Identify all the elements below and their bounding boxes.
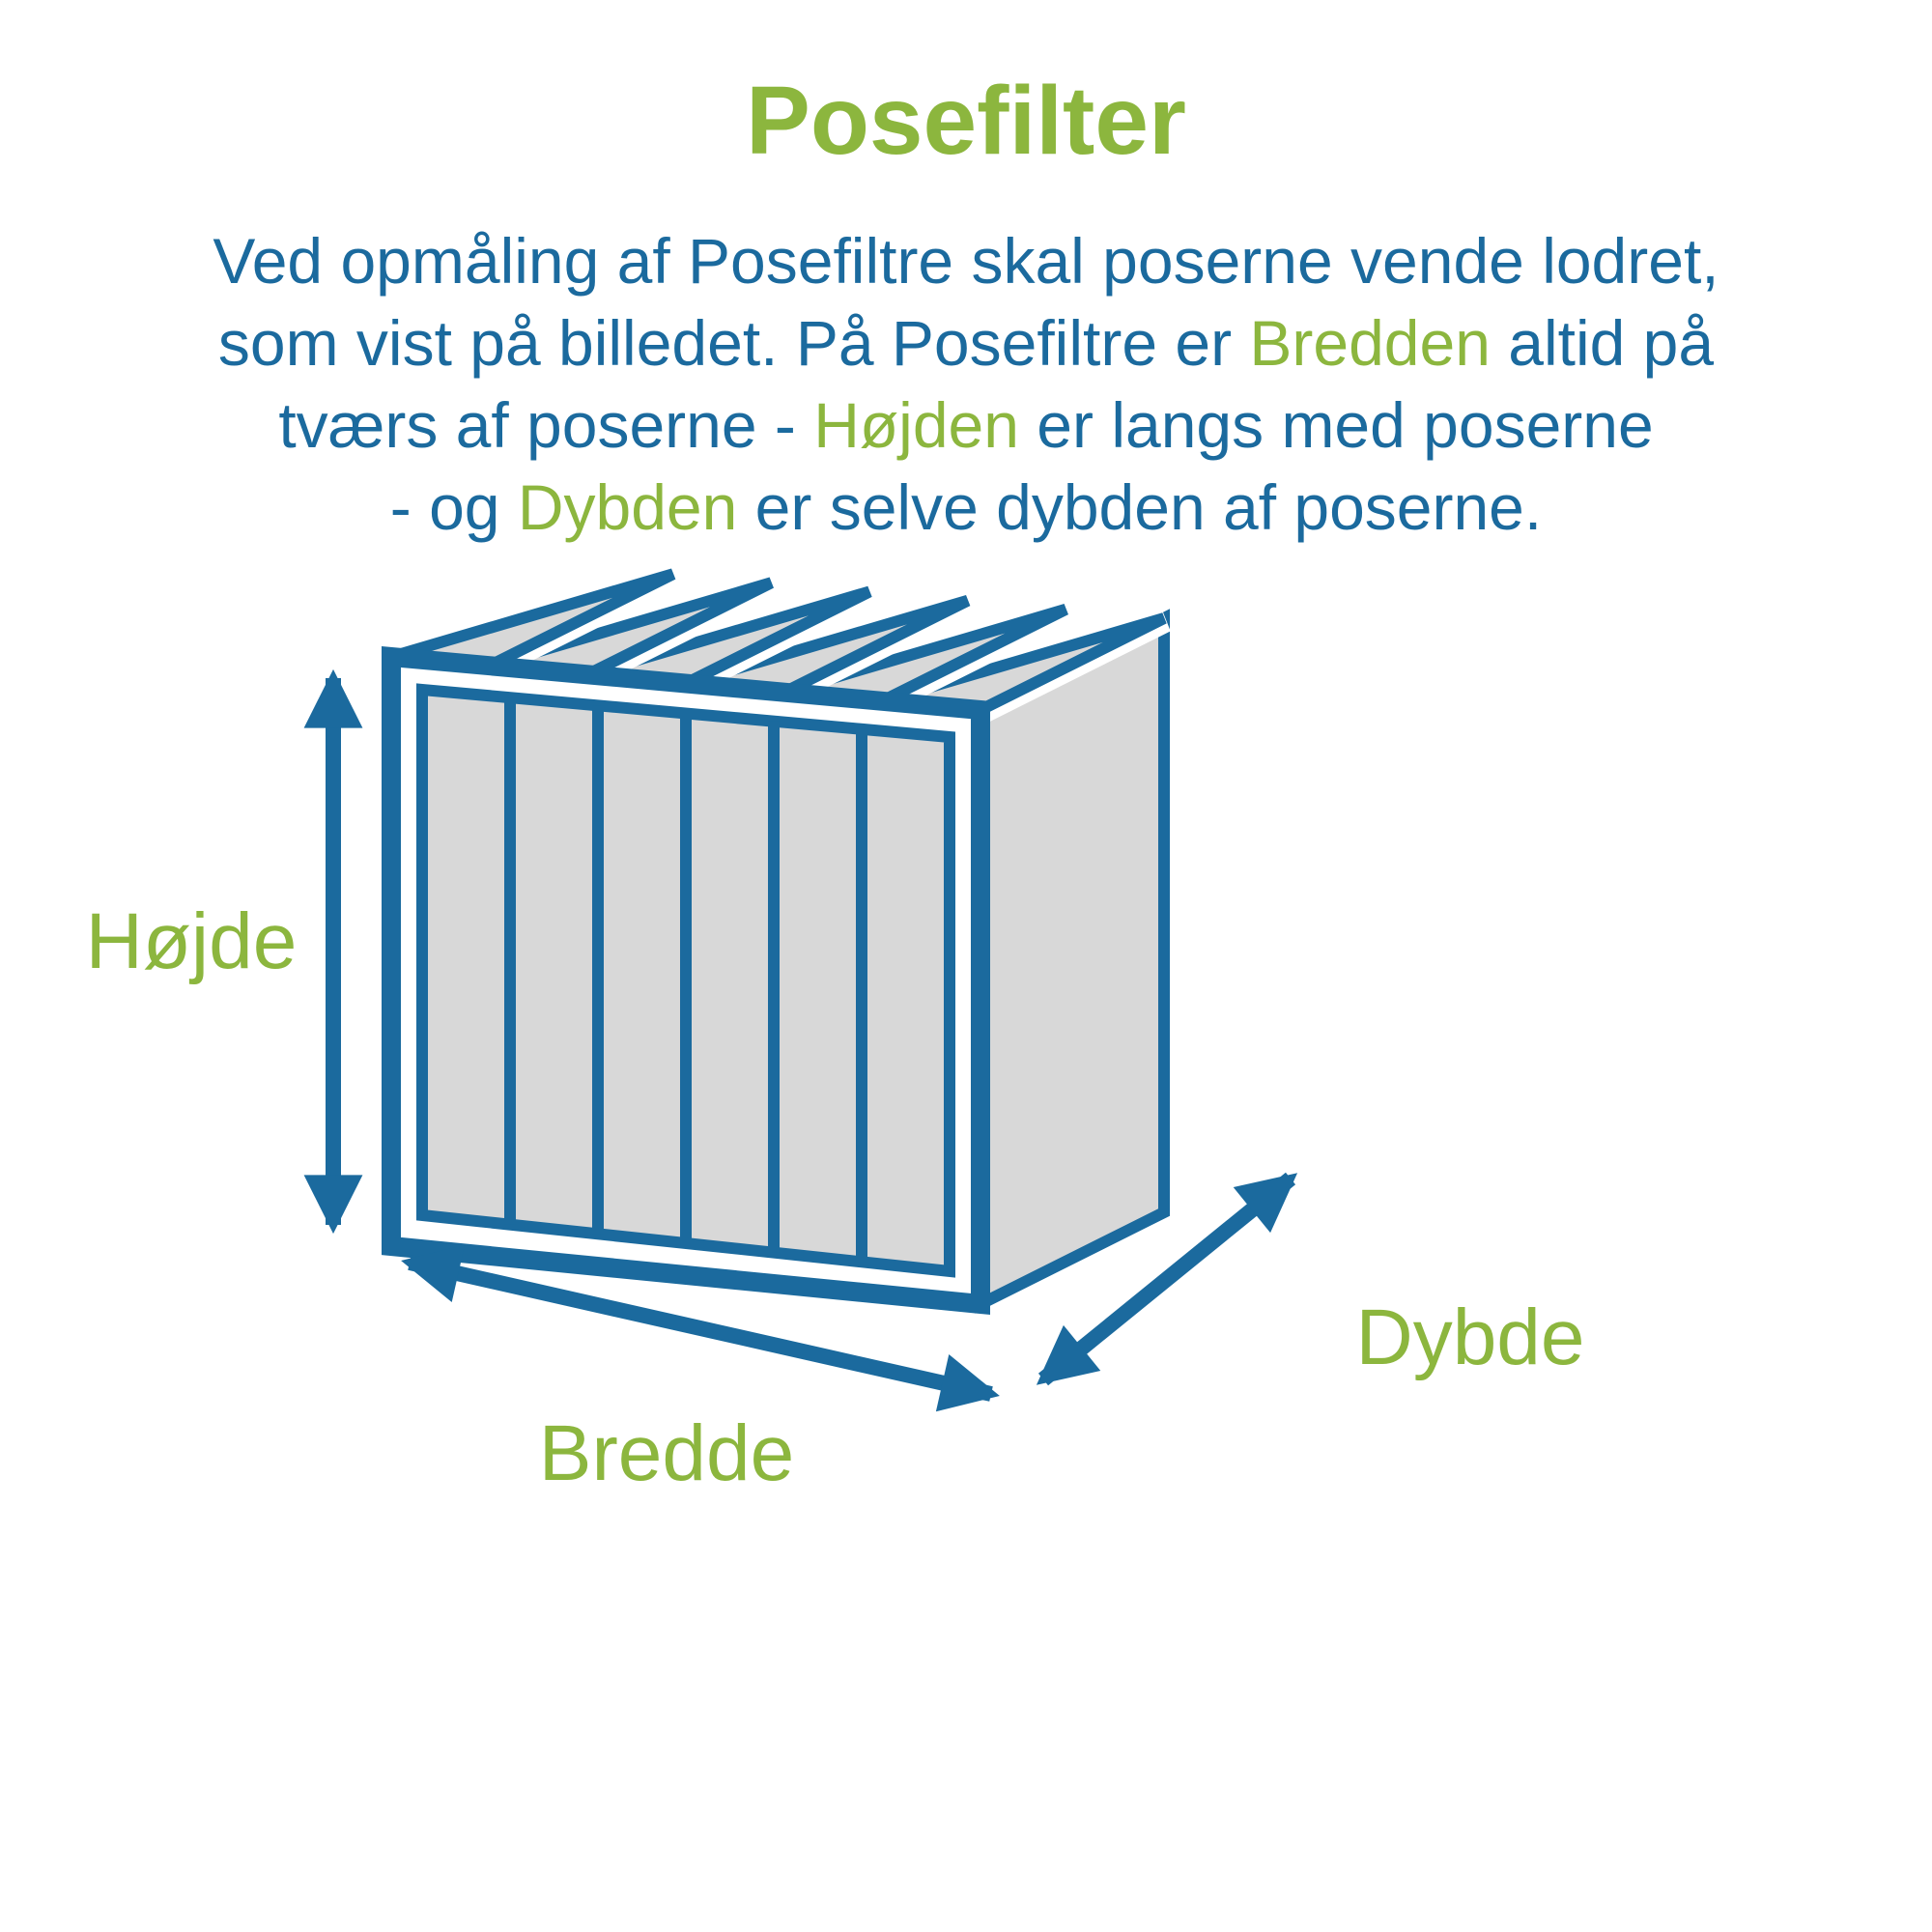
description-line-4: - og Dybden er selve dybden af poserne. — [0, 467, 1932, 549]
page-title: Posefilter — [746, 67, 1186, 175]
height-label: Højde — [86, 897, 298, 985]
bredden-keyword: Bredden — [1249, 307, 1491, 379]
width-label: Bredde — [539, 1409, 794, 1497]
depth-label: Dybde — [1355, 1293, 1584, 1381]
description-line-2: som vist på billedet. På Posefiltre er B… — [0, 302, 1932, 384]
dimension-arrows — [303, 668, 1298, 1412]
description-segment: altid på — [1490, 307, 1715, 379]
description-segment: er selve dybden af poserne. — [737, 471, 1543, 543]
hoejden-keyword: Højden — [813, 389, 1019, 461]
description-segment: tværs af poserne - — [278, 389, 814, 461]
description: Ved opmåling af Posefiltre skal poserne … — [0, 220, 1932, 549]
description-segment: er langs med poserne — [1018, 389, 1654, 461]
filter-illustration — [382, 559, 1171, 1316]
description-line-3: tværs af poserne - Højden er langs med p… — [0, 384, 1932, 467]
description-segment: som vist på billedet. På Posefiltre er — [217, 307, 1250, 379]
description-line-1: Ved opmåling af Posefiltre skal poserne … — [0, 220, 1932, 302]
width-arrow — [401, 1244, 1000, 1412]
dybden-keyword: Dybden — [517, 471, 738, 543]
bag-dividers — [504, 697, 867, 1263]
filter-side-panel — [975, 609, 1170, 1314]
description-segment: Ved opmåling af Posefiltre skal poserne … — [213, 225, 1719, 297]
description-segment: - og — [389, 471, 518, 543]
depth-arrow — [1036, 1172, 1298, 1386]
